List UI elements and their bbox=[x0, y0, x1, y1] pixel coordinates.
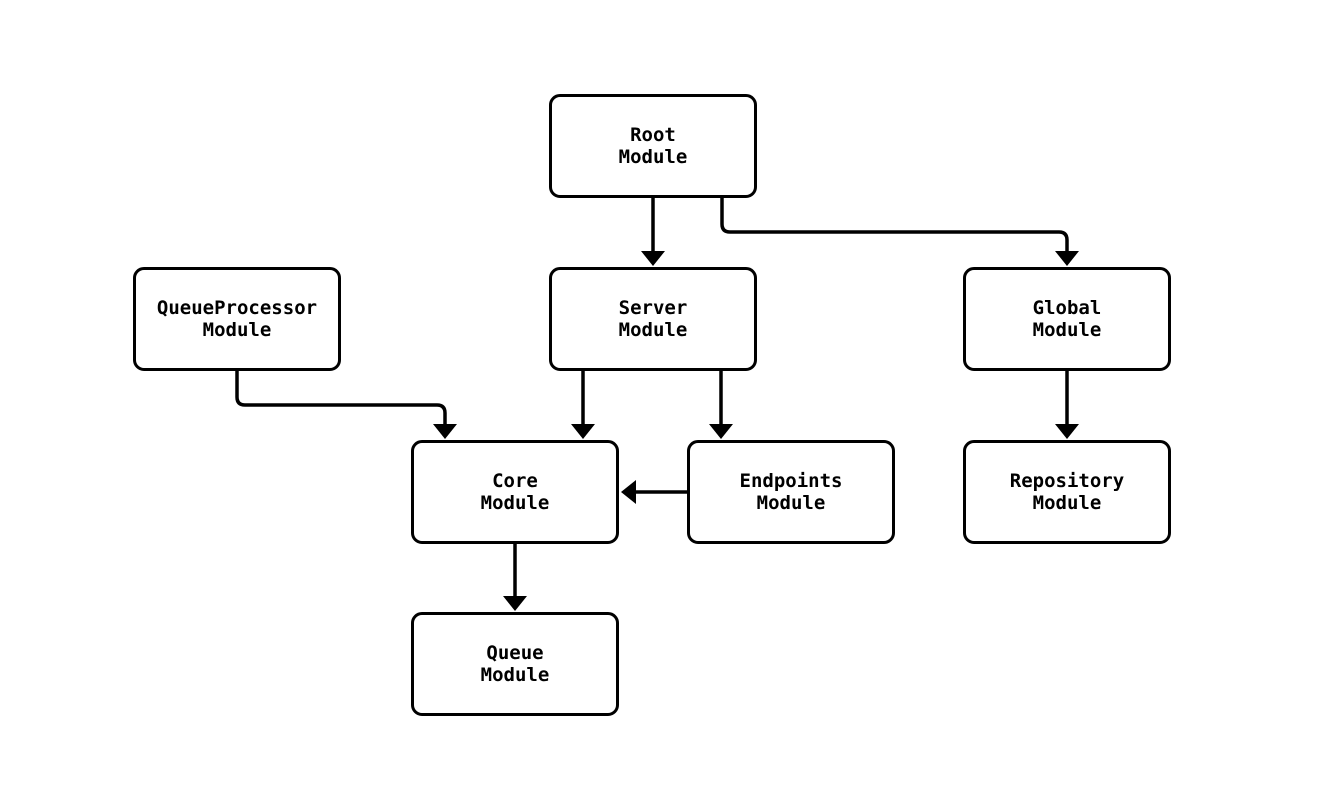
node-endpoints-module-label: Endpoints Module bbox=[739, 470, 843, 514]
node-repository-module: Repository Module bbox=[963, 440, 1171, 544]
node-server-module-label: Server Module bbox=[618, 297, 688, 341]
node-repository-module-label: Repository Module bbox=[1009, 470, 1125, 514]
node-root-module: Root Module bbox=[549, 94, 757, 198]
arrowhead-server-to-core bbox=[571, 424, 595, 439]
arrowhead-server-to-endpoints bbox=[709, 424, 733, 439]
edge-queueprocessor-to-core bbox=[235, 371, 447, 424]
arrowhead-endpoints-to-core bbox=[621, 480, 636, 504]
node-root-module-label: Root Module bbox=[618, 124, 688, 168]
node-endpoints-module: Endpoints Module bbox=[687, 440, 895, 544]
node-queue-module-label: Queue Module bbox=[480, 642, 550, 686]
arrowhead-core-to-queue bbox=[503, 596, 527, 611]
node-queueprocessor-module: QueueProcessor Module bbox=[133, 267, 341, 371]
arrowhead-root-to-server bbox=[641, 251, 665, 266]
node-global-module-label: Global Module bbox=[1032, 297, 1102, 341]
node-queue-module: Queue Module bbox=[411, 612, 619, 716]
arrowhead-queueprocessor-to-core bbox=[433, 424, 457, 439]
edge-root-to-global bbox=[720, 198, 1069, 251]
node-core-module: Core Module bbox=[411, 440, 619, 544]
node-core-module-label: Core Module bbox=[480, 470, 550, 514]
node-queueprocessor-module-label: QueueProcessor Module bbox=[156, 297, 318, 341]
node-server-module: Server Module bbox=[549, 267, 757, 371]
arrowhead-root-to-global bbox=[1055, 251, 1079, 266]
node-global-module: Global Module bbox=[963, 267, 1171, 371]
arrowhead-global-to-repository bbox=[1055, 424, 1079, 439]
